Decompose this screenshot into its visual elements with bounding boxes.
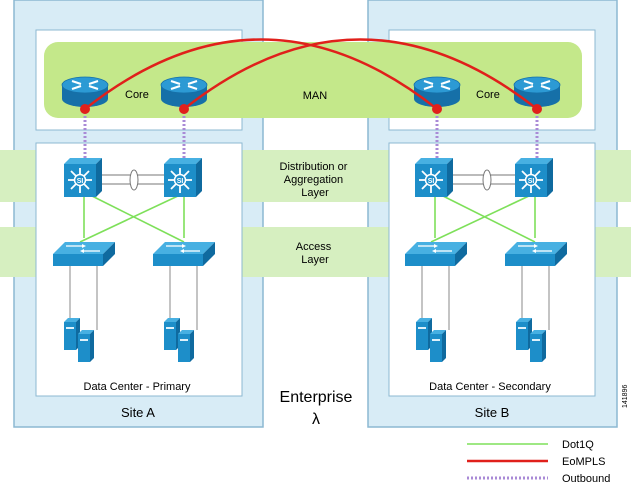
figure-id: 141896 — [622, 385, 629, 408]
enterprise-label: Enterprise — [280, 389, 353, 406]
server-icon — [164, 318, 180, 350]
access-layer-label: Access Layer — [296, 241, 335, 266]
datacenter-secondary-label: Data Center - Secondary — [429, 381, 551, 393]
access-layer-line-2: Layer — [301, 254, 329, 266]
datacenter-primary-label: Data Center - Primary — [84, 381, 191, 393]
server-icon — [416, 318, 432, 350]
eompls-links — [84, 38, 538, 110]
core-label-site-b: Core — [476, 89, 500, 101]
server-icon — [530, 330, 546, 362]
distribution-layer-line-1: Distribution or — [280, 161, 348, 173]
legend-eompls-label: EoMPLS — [562, 456, 605, 468]
outbound-links — [83, 108, 539, 162]
man-label: MAN — [303, 90, 328, 102]
multilayer-switch-icon — [414, 157, 454, 198]
lambda-symbol: λ — [312, 411, 320, 428]
access-switch-icon — [404, 241, 468, 267]
router-icon — [513, 76, 561, 108]
access-switch-icon — [152, 241, 216, 267]
legend-outbound-label: Outbound — [562, 473, 610, 485]
dot1q-links — [79, 194, 536, 243]
access-switch-icon — [52, 241, 116, 267]
multilayer-switch-icon — [163, 157, 203, 198]
access-layer-line-1: Access — [296, 241, 332, 253]
server-icon — [430, 330, 446, 362]
router-icon — [413, 76, 461, 108]
multilayer-switch-icon — [514, 157, 554, 198]
server-cables — [69, 266, 550, 330]
server-icon — [516, 318, 532, 350]
distribution-layer-label: Distribution or Aggregation Layer — [280, 161, 351, 199]
server-icon — [64, 318, 80, 350]
distribution-layer-line-2: Aggregation — [284, 174, 343, 186]
multilayer-switch-icon — [63, 157, 103, 198]
access-switch-icon — [504, 241, 568, 267]
core-label-site-a: Core — [125, 89, 149, 101]
legend-dot1q-label: Dot1Q — [562, 439, 594, 451]
legend: Dot1Q EoMPLS Outbound — [467, 439, 610, 485]
site-b-label: Site B — [475, 405, 510, 420]
eompls-endpoints — [80, 104, 542, 114]
router-icon — [160, 76, 208, 108]
router-icon — [61, 76, 109, 108]
server-icon — [78, 330, 94, 362]
server-icon — [178, 330, 194, 362]
distribution-layer-line-3: Layer — [301, 187, 329, 199]
site-a-label: Site A — [121, 405, 155, 420]
interswitch-links — [100, 169, 518, 191]
